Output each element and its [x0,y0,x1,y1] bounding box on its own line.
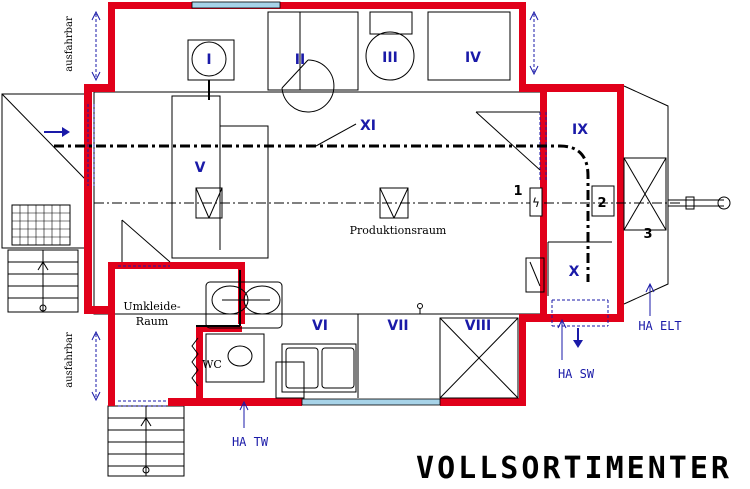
equipment-X-label: X [569,264,580,280]
exit-arrow-down [573,328,583,348]
equipment-IX-label: IX [572,122,588,138]
equipment-I: I [187,39,235,100]
plan-title: VOLLSORTIMENTER [416,451,732,486]
equipment-V [171,95,269,259]
entrance-arrow-left [44,127,70,137]
number-1: 1 [513,184,522,199]
left-stairs [7,249,79,313]
svg-text:ϟ: ϟ [532,196,540,210]
equipment-XI-line [54,144,590,282]
windows [191,1,441,406]
left-entrance-platform [1,93,87,249]
changing-room-label-1: Umkleide- [123,300,180,313]
dimension-arrowheads [91,10,539,402]
equipment-XI-leader [315,123,357,147]
washbasins [205,281,283,329]
production-room-label: Produktionsraum [350,224,447,237]
wc-cabin [191,333,265,387]
svg-text:III: III [382,50,398,66]
counter-VI-VIII [275,303,519,399]
connection-elt-label: HA ELT [638,319,681,333]
equipment-IV: IV [465,50,481,66]
walls [84,2,624,406]
equipment-VII-label: VII [387,318,408,334]
dimension-marks [95,14,535,398]
connection-tw-label: HA TW [232,435,269,449]
svg-text:I: I [206,52,211,68]
side-label-bottom: ausfahrbar [64,332,75,388]
equipment-III: III [365,31,415,81]
electrical-panel: ϟ [529,187,543,217]
svg-text:II: II [295,52,305,68]
svg-text:IV: IV [465,50,481,66]
equipment-VI-label: VI [312,318,328,334]
connection-arrows [239,282,655,428]
equipment-VIII-label: VIII [465,318,491,334]
door-swing-left [121,219,171,263]
pipes [196,270,241,327]
equipment-II: II [281,52,335,113]
trailer-nose [623,85,731,305]
dashed-openings [87,104,609,407]
equipment-XI-label: XI [360,118,376,134]
top-equipment-area [267,11,511,91]
side-label-top: ausfahrbar [64,16,75,72]
equipment-V-label: V [195,160,206,176]
changing-room-label-2: Raum [136,315,169,328]
gas-box [591,185,615,217]
bottom-stairs [107,405,185,477]
number-2: 2 [597,196,606,211]
equipment-IX-X-area [475,111,612,296]
connection-sw-label: HA SW [558,367,595,381]
number-3: 3 [643,227,652,242]
wc-label: WC [202,358,222,371]
